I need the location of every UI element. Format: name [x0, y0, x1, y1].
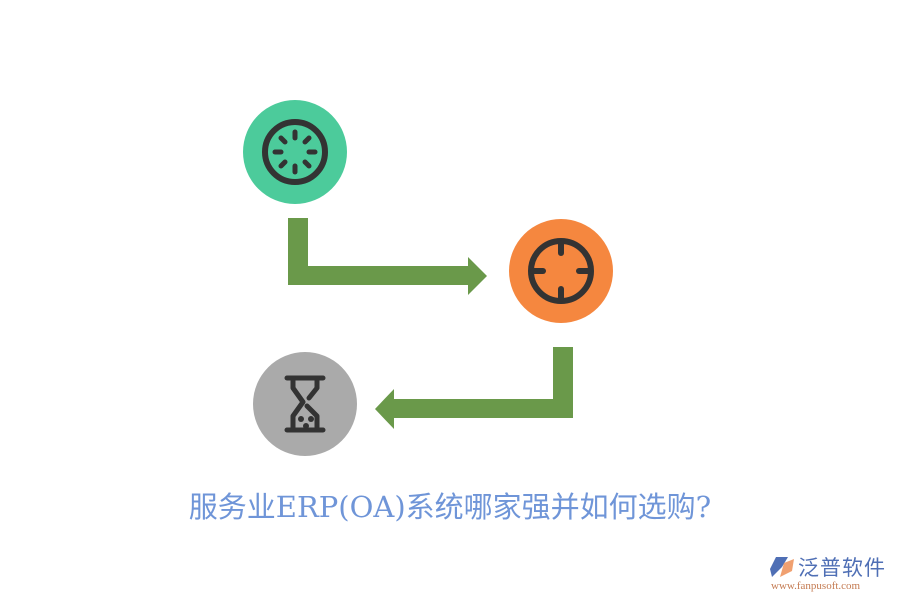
loading-spinner-icon [262, 119, 328, 185]
logo-name: 泛普软件 [798, 556, 886, 580]
page-title: 服务业ERP(OA)系统哪家强并如何选购? [188, 490, 712, 524]
arrow-step1-to-step2 [288, 218, 487, 295]
crosshair-target-icon [528, 238, 594, 304]
arrow-step2-to-step3 [375, 347, 573, 429]
step-2-node [509, 219, 613, 323]
fanpu-logo-icon [770, 557, 794, 577]
hourglass-icon [284, 375, 326, 433]
step-3-node [253, 352, 357, 456]
step-1-node [243, 100, 347, 204]
brand-logo: 泛普软件 www.fanpusoft.com [768, 552, 898, 597]
logo-url: www.fanpusoft.com [771, 580, 861, 592]
